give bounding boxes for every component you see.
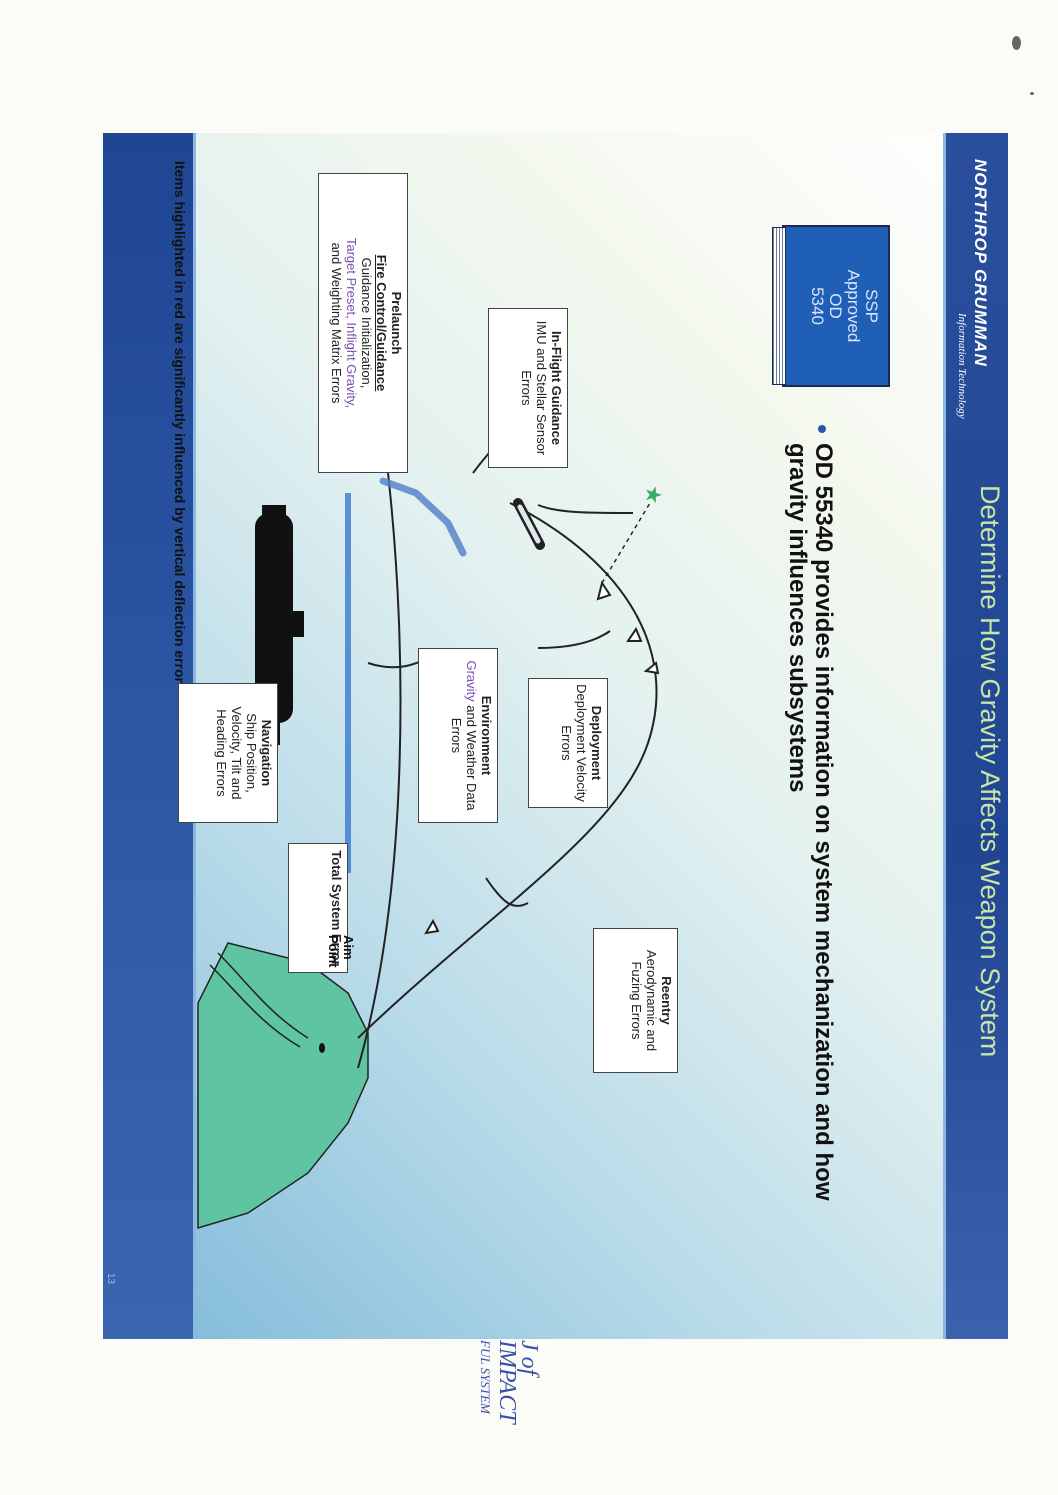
- box-highlight: Gravity: [464, 660, 479, 702]
- missile-body: [513, 498, 545, 550]
- star-sighting-line: [601, 502, 651, 584]
- submarine: [255, 505, 304, 745]
- scan-speck: [1030, 92, 1034, 95]
- box-title: Environment: [479, 695, 494, 776]
- coastline-line: [217, 952, 309, 1039]
- page-number: 13: [105, 1273, 116, 1285]
- box-body: and Weighting Matrix Errors: [329, 242, 344, 404]
- aim-point-label: Aim Point: [326, 935, 356, 968]
- navigation-box: Navigation Ship Position, Velocity, Tilt…: [178, 683, 278, 823]
- box-body: Deployment Velocity Errors: [559, 684, 589, 802]
- prelaunch-box: Prelaunch Fire Control/Guidance Guidance…: [318, 173, 408, 473]
- aim-point-marker: [319, 1043, 325, 1053]
- box-body: Guidance Initialization,: [359, 257, 374, 389]
- footnote: Items highlighted in red are significant…: [172, 161, 188, 684]
- box-body: Aerodynamic and Fuzing Errors: [629, 949, 659, 1052]
- launch-plume: [379, 477, 467, 557]
- box-title: Deployment: [589, 705, 604, 781]
- box-title: Reentry: [659, 976, 674, 1025]
- deployment-box: Deployment Deployment Velocity Errors: [528, 678, 608, 808]
- box-body: Ship Position, Velocity, Tilt and Headin…: [214, 706, 259, 800]
- handwriting-line: J of: [516, 1340, 542, 1376]
- reentry-vehicle: [424, 580, 660, 935]
- trajectory-arc: [357, 502, 658, 1039]
- box-subtitle: Fire Control/Guidance: [374, 254, 389, 392]
- handwritten-note: J of IMPACT FUL SYSTEM: [474, 1340, 542, 1424]
- pointer-arrow: [367, 432, 634, 907]
- inflight-guidance-box: In-Flight Guidance IMU and Stellar Senso…: [488, 308, 568, 468]
- scan-speck: [1012, 36, 1021, 50]
- handwriting-line: FUL SYSTEM: [478, 1340, 493, 1414]
- box-highlight: Target Preset, Inflight Gravity,: [344, 237, 359, 409]
- environment-box: Environment Gravity and Weather Data Err…: [418, 648, 498, 823]
- handwriting-line: IMPACT: [494, 1340, 520, 1424]
- presentation-slide: NORTHROP GRUMMAN Information Technology …: [103, 133, 1008, 1339]
- box-title: In-Flight Guidance: [549, 330, 564, 446]
- coastline-line: [209, 964, 301, 1048]
- reentry-box: Reentry Aerodynamic and Fuzing Errors: [593, 928, 678, 1073]
- box-body: IMU and Stellar Sensor Errors: [519, 320, 549, 456]
- target-terrain: [197, 942, 369, 1230]
- box-body: and Weather Data Errors: [449, 705, 479, 811]
- trajectory-diagram: ★: [197, 432, 665, 1230]
- star-icon: ★: [640, 485, 665, 505]
- total-error-curve: [357, 472, 402, 1069]
- box-title: Navigation: [259, 719, 274, 787]
- box-title: Prelaunch: [389, 291, 404, 355]
